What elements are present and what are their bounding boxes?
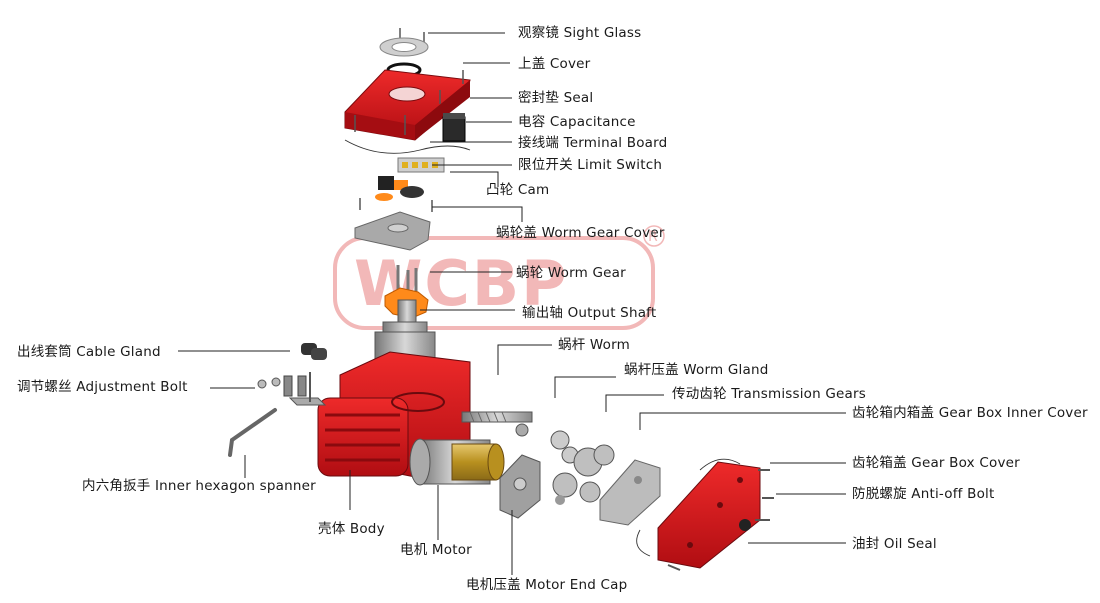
label-cover: 上盖 Cover xyxy=(518,56,591,72)
label-oil-seal: 油封 Oil Seal xyxy=(852,536,937,552)
label-capacitance: 电容 Capacitance xyxy=(518,114,636,130)
label-transmission-gears: 传动齿轮 Transmission Gears xyxy=(672,386,867,402)
sight-glass-part xyxy=(379,28,429,78)
label-worm: 蜗杆 Worm xyxy=(558,337,630,353)
worm-gear-cover-part xyxy=(354,211,431,251)
cam-part xyxy=(359,176,433,212)
label-motor: 电机 Motor xyxy=(400,542,472,558)
label-gear-box-cover: 齿轮箱盖 Gear Box Cover xyxy=(852,455,1020,471)
label-cam: 凸轮 Cam xyxy=(486,182,550,198)
wire-harness xyxy=(344,139,471,154)
label-sight-glass: 观察镜 Sight Glass xyxy=(518,25,642,41)
label-motor-end-cap: 电机压盖 Motor End Cap xyxy=(466,577,628,593)
label-worm-gear: 蜗轮 Worm Gear xyxy=(516,265,626,281)
transmission-gears-part xyxy=(550,430,615,505)
label-cable-gland: 出线套筒 Cable Gland xyxy=(17,344,161,360)
cover-part xyxy=(344,69,471,141)
hex-spanner-part xyxy=(228,408,277,457)
motor-part xyxy=(409,438,505,486)
worm-part xyxy=(461,411,533,437)
label-adjustment-bolt: 调节螺丝 Adjustment Bolt xyxy=(17,379,188,395)
label-body: 壳体 Body xyxy=(318,521,385,537)
leader-lines xyxy=(178,32,846,575)
capacitance-part xyxy=(442,113,466,142)
svg-text:R: R xyxy=(648,229,658,245)
label-anti-off-bolt: 防脱螺旋 Anti-off Bolt xyxy=(852,486,995,502)
gear-box-inner-cover-part xyxy=(599,459,661,526)
label-inner-hexagon-spanner: 内六角扳手 Inner hexagon spanner xyxy=(82,478,316,494)
anti-off-bolt-part xyxy=(667,469,774,571)
gear-box-cover-part xyxy=(657,461,761,569)
motor-end-cap-part xyxy=(499,454,541,519)
label-gear-box-inner-cover: 齿轮箱内箱盖 Gear Box Inner Cover xyxy=(852,405,1088,421)
gearbox-wire xyxy=(636,458,741,557)
label-worm-gland: 蜗杆压盖 Worm Gland xyxy=(624,362,769,378)
label-output-shaft: 输出轴 Output Shaft xyxy=(522,305,657,321)
label-seal: 密封垫 Seal xyxy=(518,90,594,106)
label-worm-gear-cover: 蜗轮盖 Worm Gear Cover xyxy=(496,225,665,241)
cable-gland-part xyxy=(301,343,327,360)
label-terminal-board: 接线端 Terminal Board xyxy=(518,135,668,151)
label-limit-switch: 限位开关 Limit Switch xyxy=(518,157,663,173)
body-part xyxy=(317,351,471,479)
adjustment-bolt-part xyxy=(257,372,327,406)
